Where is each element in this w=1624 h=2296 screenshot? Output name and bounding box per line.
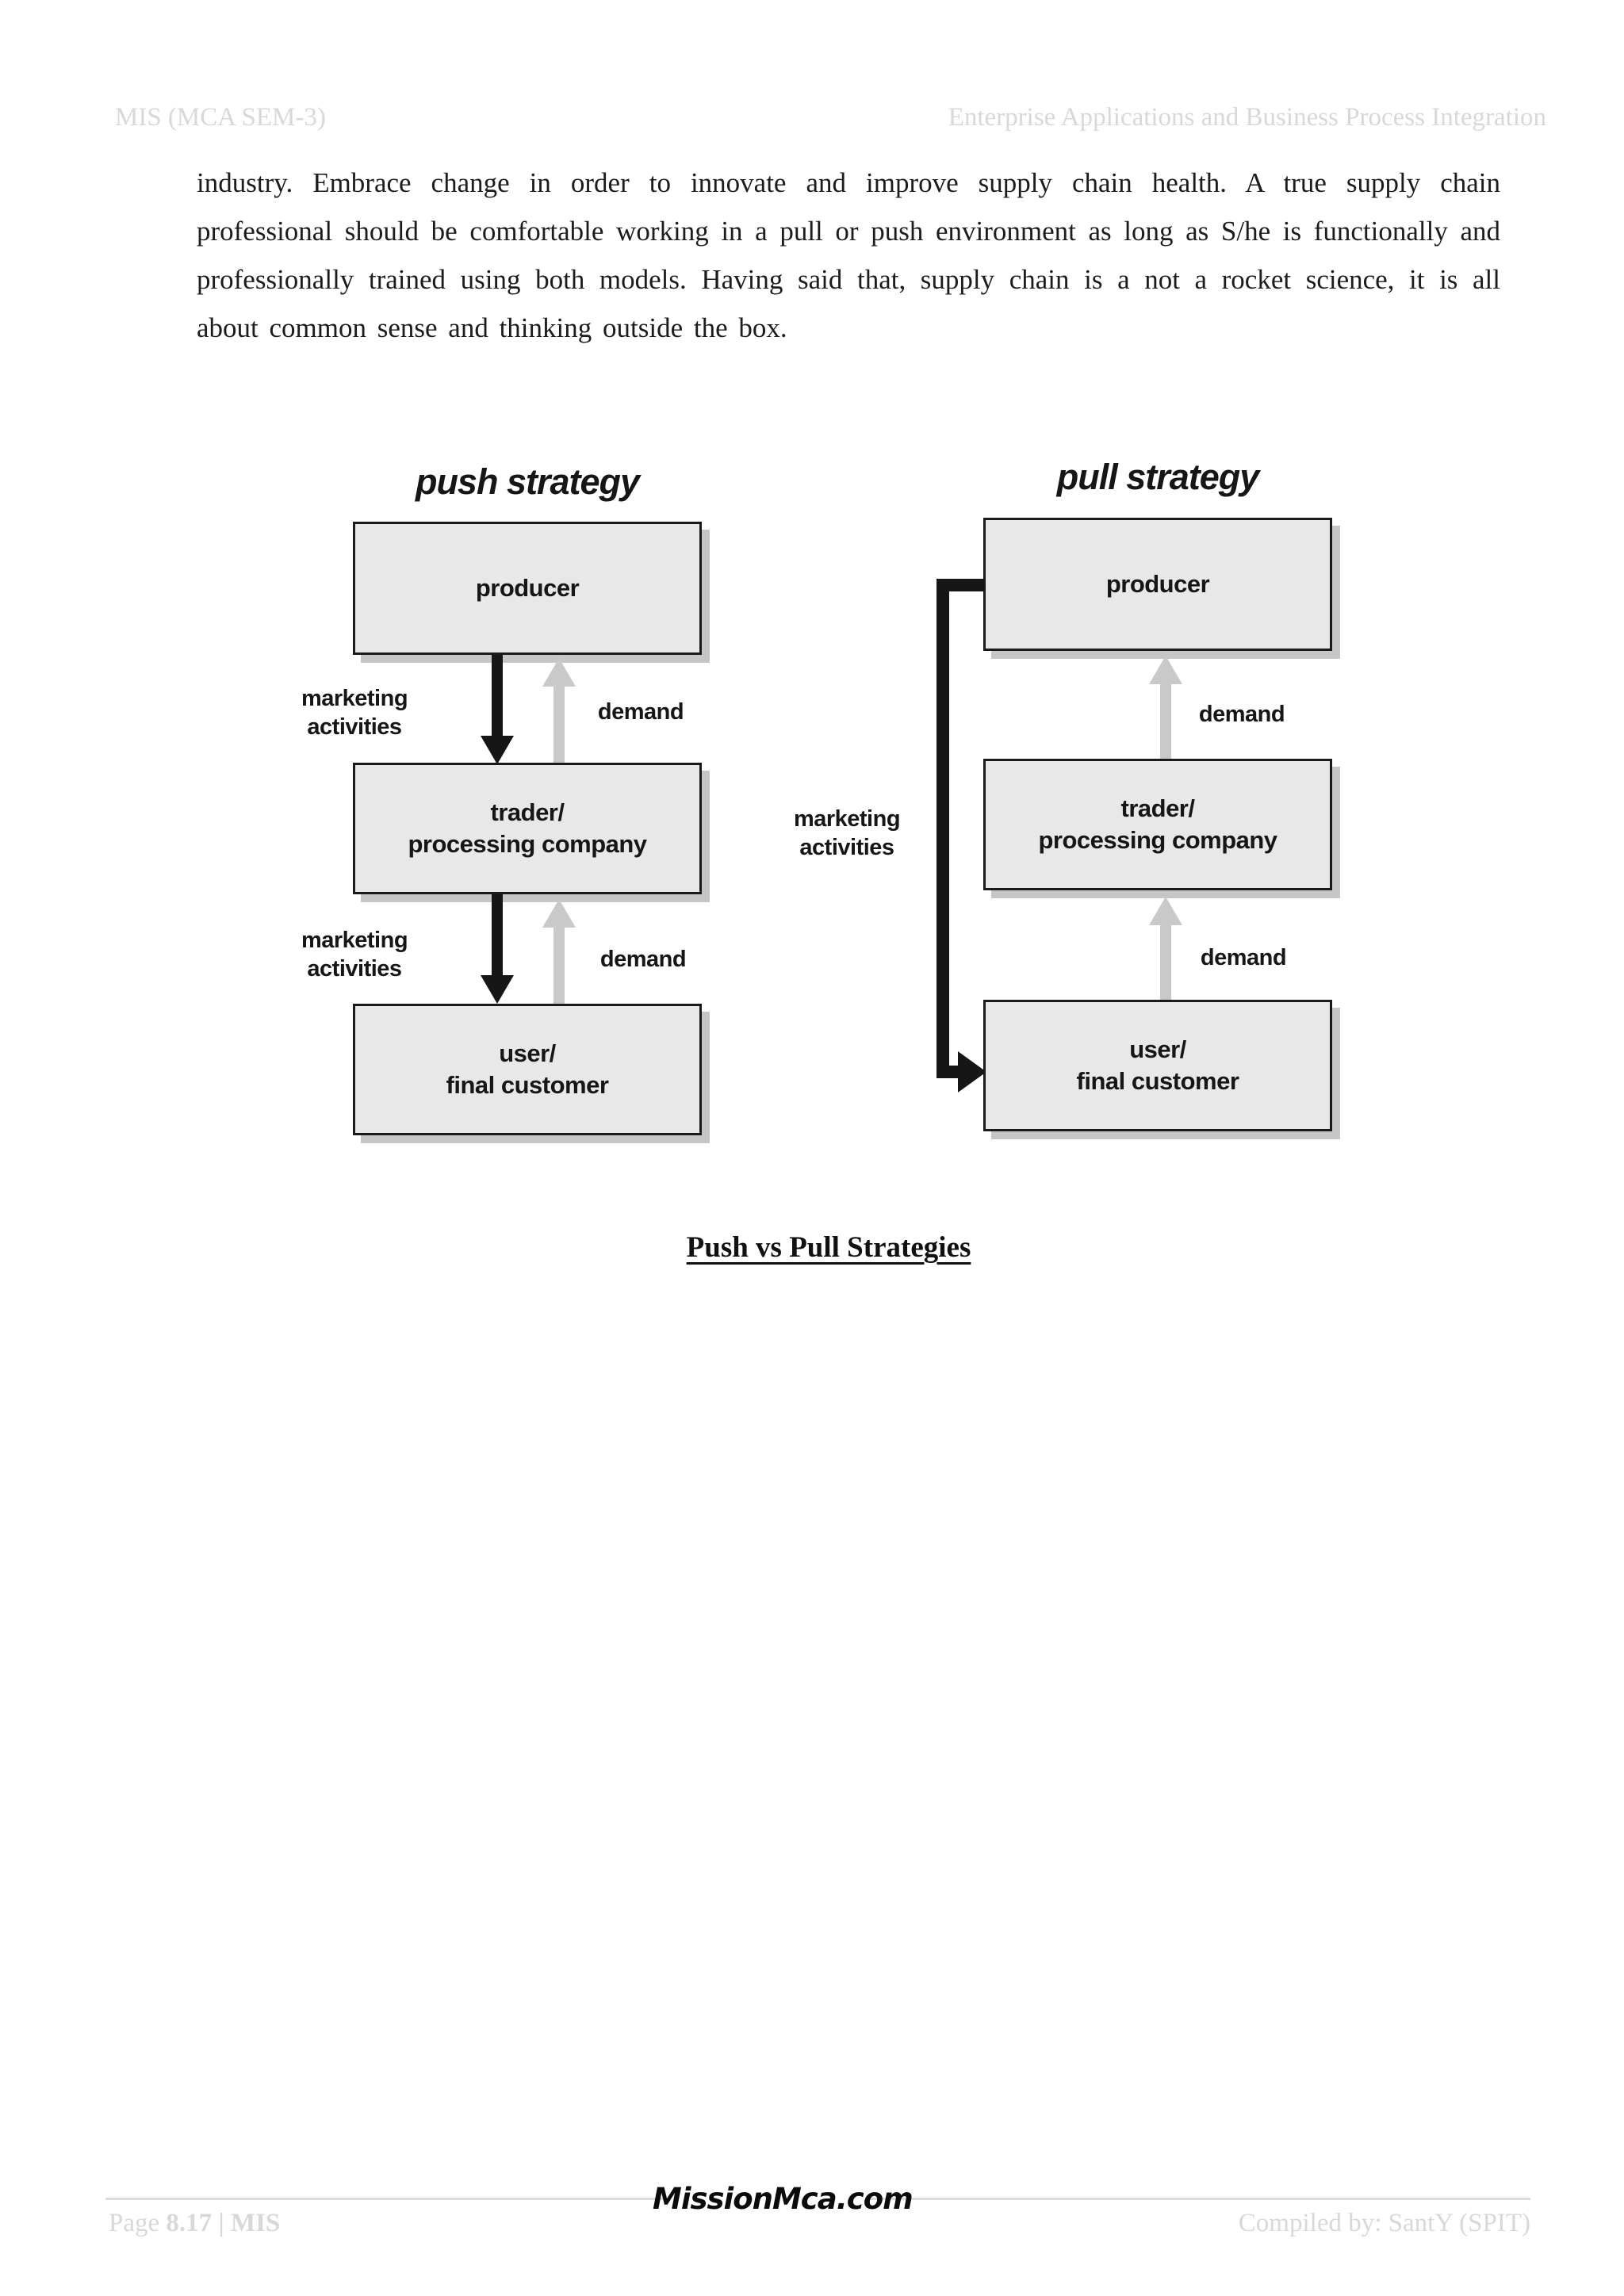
push-user-box: user/ final customer: [353, 1004, 702, 1135]
footer-divider-left: [105, 2198, 668, 2200]
push-marketing-label-2-line2: activities: [307, 956, 402, 982]
push-marketing-arrow-shaft-1: [492, 655, 503, 739]
pull-strategy-title: pull strategy: [1056, 457, 1260, 497]
pull-user-label-line2: final customer: [1076, 1067, 1239, 1095]
pull-demand-label-1: demand: [1198, 702, 1285, 727]
pull-marketing-label-line2: activities: [799, 835, 894, 860]
pull-trader-box: trader/ processing company: [983, 759, 1332, 890]
pull-demand-arrow-head-2: [1149, 897, 1182, 925]
header-left: MIS (MCA SEM-3): [115, 103, 326, 132]
figure-caption-text: Push vs Pull Strategies: [686, 1231, 971, 1264]
push-marketing-arrow-shaft-2: [492, 894, 503, 978]
body-paragraph: industry. Embrace change in order to inn…: [197, 167, 1500, 343]
push-demand-arrow-head-1: [542, 658, 576, 687]
push-marketing-arrow-head-2: [481, 975, 514, 1004]
pull-trader-label-line1: trader/: [1120, 794, 1195, 822]
push-demand-arrow-head-2: [542, 899, 576, 928]
pull-demand-label-2: demand: [1200, 945, 1287, 970]
pull-demand-arrow-head-1: [1149, 656, 1182, 684]
figure-caption: Push vs Pull Strategies: [432, 1230, 1225, 1265]
pull-demand-arrow-shaft-1: [1160, 683, 1171, 759]
footer-divider-right: [866, 2198, 1530, 2200]
footer-page-prefix: Page: [109, 2209, 160, 2237]
push-producer-label: producer: [475, 574, 580, 602]
push-user-label-line1: user/: [499, 1039, 556, 1067]
footer-compiled-by: Compiled by: SantY (SPIT): [1238, 2209, 1530, 2237]
push-producer-box: producer: [353, 522, 702, 655]
push-trader-label-line1: trader/: [490, 798, 565, 826]
push-trader-label-line2: processing company: [408, 830, 647, 858]
push-marketing-label-2: marketing activities: [267, 926, 442, 983]
pull-marketing-path-vertical: [936, 579, 949, 1078]
pull-producer-box: producer: [983, 518, 1332, 651]
pull-marketing-arrow-head: [958, 1051, 986, 1093]
push-demand-label-2: demand: [599, 947, 687, 972]
push-user-label-line2: final customer: [446, 1071, 609, 1099]
footer-page-number: 8.17 | MIS: [166, 2209, 281, 2237]
push-demand-arrow-shaft-1: [553, 685, 565, 763]
header-right: Enterprise Applications and Business Pro…: [948, 103, 1546, 132]
missionmca-logo: MissionMca.com: [653, 2182, 914, 2216]
push-marketing-label-1-line2: activities: [307, 714, 402, 740]
pull-marketing-label: marketing activities: [760, 805, 934, 862]
pull-trader-label-line2: processing company: [1038, 826, 1277, 854]
push-marketing-label-2-line1: marketing: [301, 928, 408, 953]
push-marketing-arrow-head-1: [481, 736, 514, 764]
pull-producer-label: producer: [1105, 570, 1210, 598]
push-marketing-label-1: marketing activities: [267, 684, 442, 741]
pull-marketing-label-line1: marketing: [793, 806, 901, 832]
push-demand-arrow-shaft-2: [553, 926, 565, 1004]
footer-page-info: Page 8.17 | MIS: [109, 2209, 280, 2238]
pull-demand-arrow-shaft-2: [1160, 924, 1171, 1000]
push-trader-box: trader/ processing company: [353, 763, 702, 894]
pull-user-box: user/ final customer: [983, 1000, 1332, 1131]
push-strategy-title: push strategy: [415, 461, 640, 502]
pull-user-label-line1: user/: [1129, 1035, 1186, 1063]
push-demand-label-1: demand: [597, 699, 684, 725]
pull-marketing-path-bottom: [936, 1066, 962, 1078]
push-marketing-label-1-line1: marketing: [301, 686, 408, 711]
